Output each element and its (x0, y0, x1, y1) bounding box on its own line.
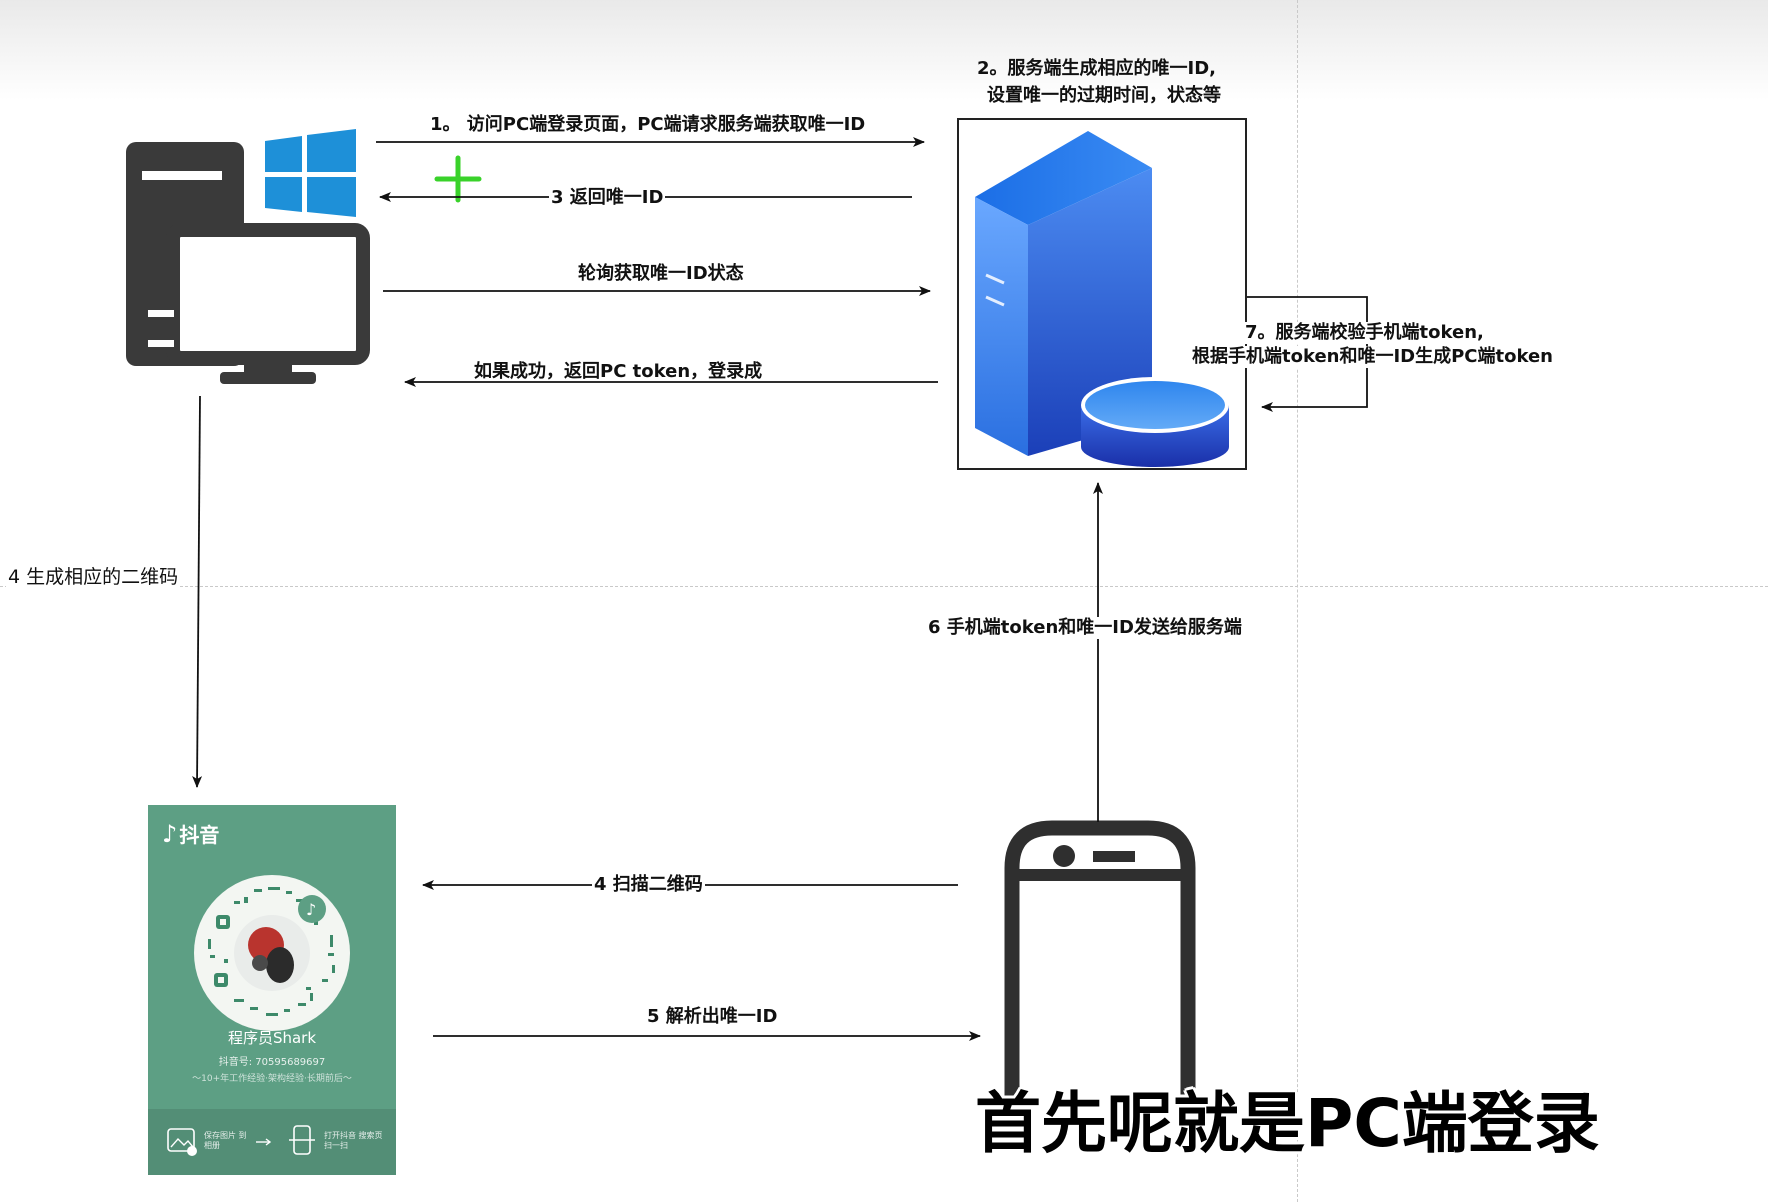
cursor-crosshair-icon (434, 155, 482, 203)
label-step5: 5 解析出唯一ID (647, 1006, 778, 1027)
phone-scan-icon (289, 1125, 315, 1155)
qr-footer-right-text: 打开抖音 搜索页扫一扫 (324, 1131, 383, 1150)
windows-logo-icon (265, 129, 356, 217)
label-step4-generate: 4 生成相应的二维码 (6, 566, 181, 588)
desktop-computer-icon (126, 142, 370, 384)
qr-footer: 保存图片 到相册 打开抖音 搜索页扫一扫 (148, 1109, 396, 1175)
qr-profile-name: 程序员Shark (227, 1029, 317, 1047)
brand-name: 抖音 (179, 823, 220, 847)
douyin-brand: ♪抖音 (162, 819, 219, 848)
qr-code-pattern: ♪ (208, 887, 335, 1016)
save-image-icon (167, 1128, 197, 1156)
arrow-step4-generate (192, 395, 203, 788)
qr-footer-left-text: 保存图片 到相册 (204, 1131, 247, 1150)
qr-code: ♪ (194, 875, 350, 1031)
label-step7-line2: 根据手机端token和唯一ID生成PC端token (1190, 346, 1556, 368)
arrow-right-icon (256, 1138, 272, 1146)
top-shade (0, 0, 1768, 100)
server-database (1081, 377, 1229, 467)
label-success: 如果成功，返回PC token，登录成 (474, 361, 763, 382)
video-subtitle: 首先呢就是PC端登录 (975, 1085, 1600, 1162)
label-step2-line1: 2。服务端生成相应的唯一ID, (977, 58, 1216, 79)
svg-text:♪: ♪ (306, 900, 316, 919)
label-step7-line1: 7。服务端校验手机端token, (1243, 322, 1486, 344)
tiktok-icon: ♪ (162, 820, 178, 848)
guide-line-horizontal (0, 586, 1768, 587)
label-step1: 1。 访问PC端登录页面，PC端请求服务端获取唯一ID (430, 114, 866, 135)
label-step6: 6 手机端token和唯一ID发送给服务端 (926, 617, 1244, 639)
smartphone-icon (1004, 820, 1196, 1098)
guide-line-vertical (1297, 0, 1298, 1202)
label-step2-line2: 设置唯一的过期时间，状态等 (987, 85, 1221, 106)
qr-douyin-id: 抖音号: 70595689697 (218, 1057, 326, 1068)
label-step4-scan: 4 扫描二维码 (592, 874, 705, 896)
qr-slogan: ～10+年工作经验·架构经验·长期前后～ (192, 1074, 352, 1084)
label-poll: 轮询获取唯一ID状态 (578, 263, 744, 284)
label-step3: 3 返回唯一ID (549, 187, 666, 209)
qr-code-card: ♪抖音 ♪ 程序员Shark 抖音号: 705 (148, 805, 396, 1175)
